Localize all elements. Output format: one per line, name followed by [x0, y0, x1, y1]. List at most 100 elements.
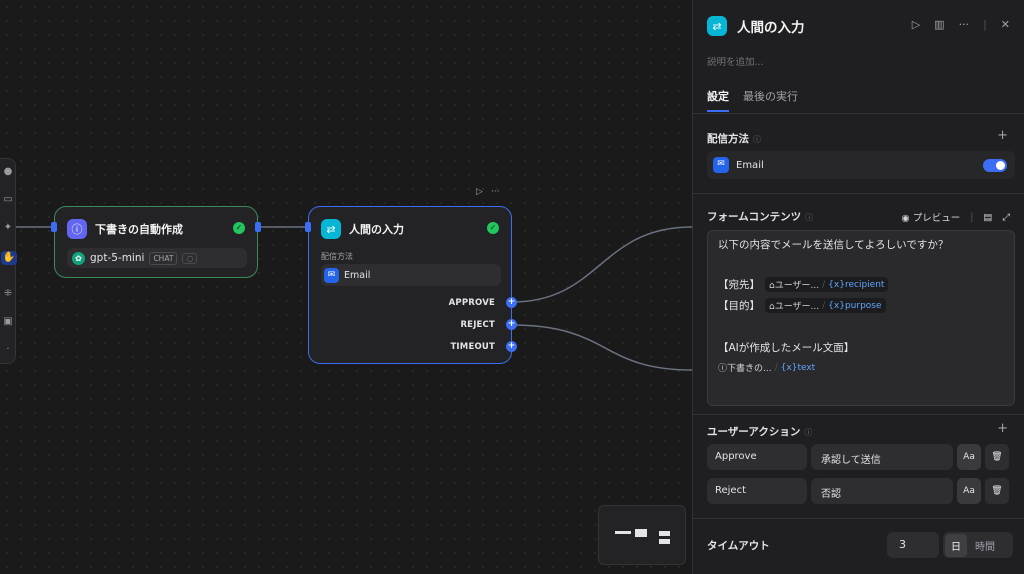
help-icon: ⓘ — [805, 213, 814, 222]
more-icon[interactable]: · — [6, 344, 10, 355]
action-row: Approve 承認して送信 Aa 🗑 — [707, 444, 1009, 470]
unit-days[interactable]: 日 — [945, 533, 967, 557]
divider — [693, 414, 1024, 415]
edges-layer — [0, 226, 692, 371]
timeout-handle[interactable]: + — [506, 341, 517, 352]
tab-last-run[interactable]: 最後の実行 — [743, 90, 798, 103]
action-id-input[interactable]: Approve — [707, 444, 807, 470]
expand-icon[interactable]: ⤢ — [1002, 211, 1010, 223]
hand-icon[interactable]: ✋ — [1, 251, 17, 265]
human-input-handle[interactable] — [305, 222, 311, 232]
separator: | — [983, 18, 987, 31]
help-icon: ⓘ — [804, 428, 813, 437]
action-id-input[interactable]: Reject — [707, 478, 807, 504]
approve-handle[interactable]: + — [506, 297, 517, 308]
email-toggle[interactable] — [983, 159, 1007, 172]
model-selector[interactable]: ✿ gpt-5-mini CHAT ◌ — [67, 248, 247, 268]
draft-node[interactable]: ⓘ 下書きの自動作成 ✓ ✿ gpt-5-mini CHAT ◌ — [54, 206, 258, 278]
form-content-editor[interactable]: 以下の内容でメールを送信してよろしいですか？ 【宛先】 ⌂ユーザー.../{x}… — [707, 230, 1015, 406]
pointer-icon[interactable]: ✦ — [3, 222, 13, 233]
output-approve-label: APPROVE — [448, 298, 495, 308]
clipboard-icon[interactable]: ▤ — [983, 211, 993, 223]
panel-tabs: 設定 最後の実行 — [707, 88, 798, 112]
panel-title: 人間の入力 — [737, 20, 805, 36]
output-reject-label: REJECT — [460, 320, 495, 330]
add-action-button[interactable]: + — [997, 421, 1008, 436]
delivery-method-name: Email — [344, 269, 371, 281]
human-input-icon: ⇄ — [707, 16, 727, 36]
llm-icon: ⓘ — [67, 219, 87, 239]
openai-icon: ✿ — [72, 251, 85, 265]
run-icon[interactable]: ▷ — [911, 18, 921, 31]
text-style-icon[interactable]: Aa — [957, 444, 981, 470]
human-node-title: 人間の入力 — [349, 223, 404, 236]
canvas-toolbar: ● ▭ ✦ ✋ ⁜ ▣ · — [0, 158, 17, 364]
delivery-method-label: 配信方法 — [321, 252, 353, 261]
timeout-title: タイムアウト — [707, 540, 770, 552]
trash-icon[interactable]: 🗑 — [985, 478, 1009, 504]
variable-chip[interactable]: ⌂ユーザー.../{x}purpose — [765, 298, 886, 313]
action-row: Reject 否認 Aa 🗑 — [707, 478, 1009, 504]
description-input[interactable]: 説明を追加... — [707, 57, 764, 68]
divider — [693, 518, 1024, 519]
success-check-icon: ✓ — [487, 222, 499, 234]
form-ai-label: 【AIが作成したメール文面】 — [718, 342, 855, 354]
delivery-email-row[interactable]: ✉ Email — [707, 151, 1015, 179]
divider — [693, 193, 1024, 194]
action-label-input[interactable]: 否認 — [811, 478, 953, 504]
edge-approve — [511, 226, 692, 303]
help-icon: ⓘ — [753, 135, 761, 144]
reject-handle[interactable]: + — [506, 319, 517, 330]
comment-icon[interactable]: ● — [3, 166, 13, 177]
action-label-input[interactable]: 承認して送信 — [811, 444, 953, 470]
unit-hours[interactable]: 時間 — [975, 541, 995, 553]
text-style-icon[interactable]: Aa — [957, 478, 981, 504]
more-icon[interactable]: ··· — [490, 187, 500, 197]
draft-input-handle[interactable] — [51, 222, 57, 232]
add-delivery-button[interactable]: + — [997, 128, 1008, 143]
variable-chip[interactable]: ⌂ユーザー.../{x}recipient — [765, 277, 889, 292]
draft-node-title: 下書きの自動作成 — [95, 223, 183, 236]
trash-icon[interactable]: 🗑 — [985, 444, 1009, 470]
draft-output-handle[interactable] — [255, 222, 261, 232]
minimap-node — [635, 529, 647, 537]
mail-icon: ✉ — [713, 157, 729, 173]
more-icon[interactable]: ··· — [958, 18, 970, 31]
preview-button[interactable]: ◉ プレビュー — [901, 213, 961, 224]
reasoning-icon: ◌ — [182, 252, 198, 264]
edge-reject — [511, 324, 692, 371]
layout-icon[interactable]: ⁜ — [3, 288, 13, 299]
note-icon[interactable]: ▭ — [3, 194, 13, 205]
minimap-node — [659, 539, 670, 544]
human-input-node[interactable]: ⇄ 人間の入力 ✓ 配信方法 ✉ Email APPROVE REJECT TI… — [308, 206, 512, 364]
timeout-unit-switch: 日 時間 — [943, 532, 1013, 558]
human-input-icon: ⇄ — [321, 219, 341, 239]
variable-chip[interactable]: ⓘ下書きの.../{x}text — [718, 362, 816, 375]
run-icon[interactable]: ▷ — [476, 187, 483, 197]
eye-icon: ◉ — [901, 213, 910, 224]
minimap-node — [615, 531, 631, 534]
model-mode-badge: CHAT — [149, 251, 178, 265]
node-toolbar: ▷ ··· — [476, 187, 500, 197]
tab-settings[interactable]: 設定 — [707, 88, 729, 112]
model-name: gpt-5-mini — [90, 252, 145, 264]
delivery-email-label: Email — [736, 159, 764, 171]
node-settings-panel: ⇄ 人間の入力 ▷ ▥ ··· | ✕ 説明を追加... 設定 最後の実行 配信… — [692, 0, 1024, 574]
output-timeout-label: TIMEOUT — [450, 342, 495, 352]
form-ai-text-line: ⓘ下書きの.../{x}text — [718, 360, 819, 375]
minimap[interactable] — [598, 505, 686, 565]
close-icon[interactable]: ✕ — [1000, 18, 1010, 31]
workflow-canvas[interactable]: ● ▭ ✦ ✋ ⁜ ▣ · ⓘ 下書きの自動作成 ✓ ✿ gpt-5-mini … — [0, 0, 692, 574]
form-purpose-line: 【目的】 ⌂ユーザー.../{x}purpose — [718, 298, 886, 313]
divider — [693, 113, 1024, 114]
separator: | — [970, 211, 974, 223]
timeout-value-input[interactable]: 3 — [887, 532, 939, 558]
form-recipient-line: 【宛先】 ⌂ユーザー.../{x}recipient — [718, 277, 889, 292]
success-check-icon: ✓ — [233, 222, 245, 234]
image-icon[interactable]: ▣ — [3, 316, 13, 327]
book-icon[interactable]: ▥ — [934, 18, 945, 31]
form-intro-line: 以下の内容でメールを送信してよろしいですか？ — [718, 239, 949, 251]
